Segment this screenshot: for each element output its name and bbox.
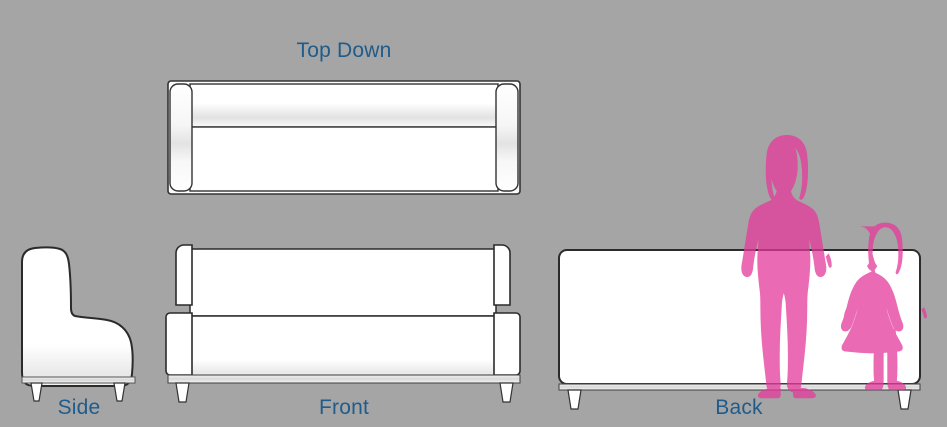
side-leg-right: [113, 382, 126, 402]
back-base-rail: [558, 383, 921, 391]
front-base-rail: [167, 374, 521, 384]
side-base-rail: [21, 376, 136, 384]
front-armrest-left-upper: [175, 244, 193, 306]
front-armrest-right-lower: [493, 312, 521, 376]
sofa-view-side: [21, 246, 136, 402]
front-leg-right: [499, 382, 514, 403]
sofa-view-front: [165, 244, 521, 403]
view-label-front: Front: [319, 396, 369, 419]
front-leg-left: [175, 382, 190, 403]
sofa-view-back: [558, 249, 921, 410]
top-down-backrest: [189, 83, 499, 128]
side-leg-left: [30, 382, 43, 402]
front-armrest-left-lower: [165, 312, 193, 376]
front-armrest-right-upper: [493, 244, 511, 306]
front-backrest: [189, 248, 497, 317]
top-down-armrest-left: [169, 83, 193, 192]
top-down-seat: [189, 126, 499, 192]
view-label-back: Back: [715, 396, 763, 419]
sofa-view-top-down: [167, 80, 521, 195]
top-down-armrest-right: [495, 83, 519, 192]
view-label-top-down: Top Down: [297, 39, 392, 62]
view-label-side: Side: [58, 396, 101, 419]
back-leg-left: [567, 389, 582, 410]
back-leg-right: [897, 389, 912, 410]
front-seat: [189, 315, 497, 379]
